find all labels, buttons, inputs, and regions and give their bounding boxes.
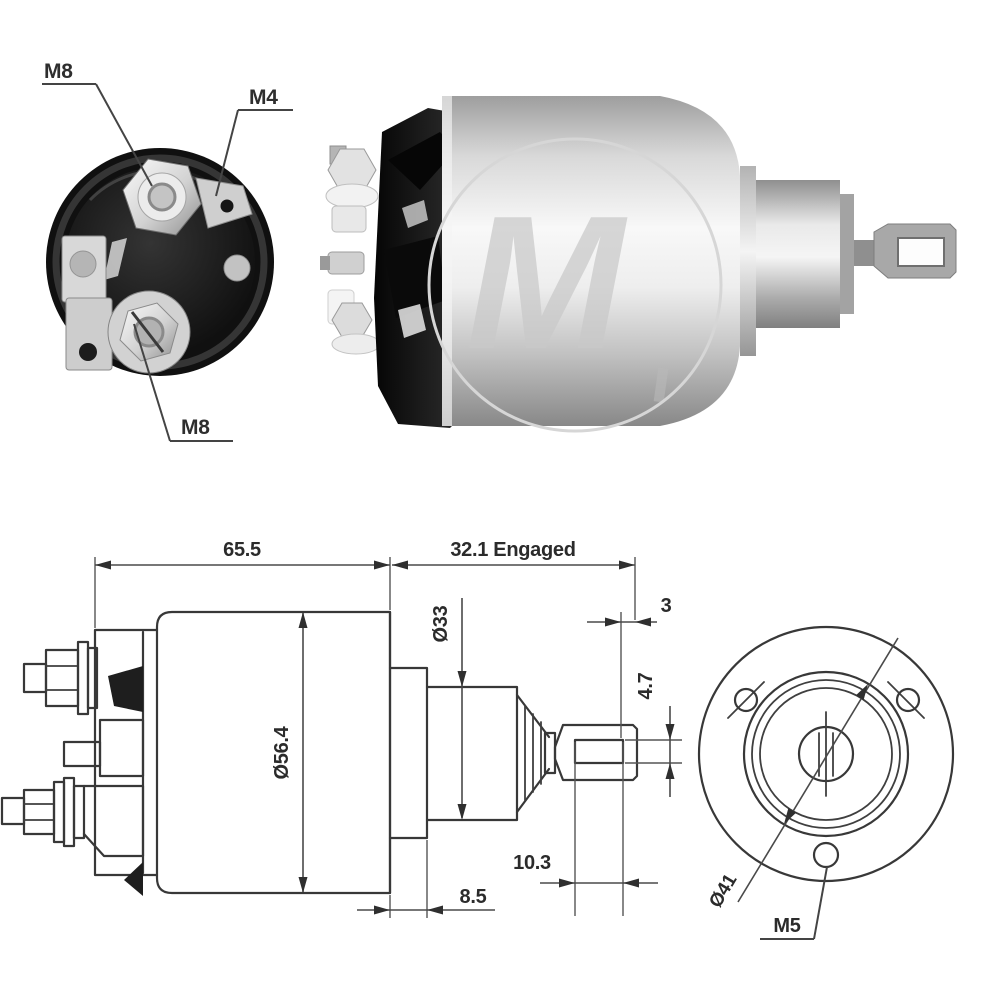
- m4-label-text: M4: [249, 86, 278, 109]
- drawn-plunger-housing: [388, 666, 639, 840]
- drawn-pilot-ring-inner: [751, 679, 901, 829]
- drawn-pilot-ring-outer: [742, 670, 910, 838]
- m4-terminal-hole: [220, 199, 234, 213]
- drawn-m5-hole: [812, 841, 840, 869]
- drawn-bore: [759, 687, 893, 821]
- drawn-eye-slot: [573, 738, 625, 765]
- drawn-body: [155, 610, 392, 895]
- dim-collar-width: 8.5: [357, 840, 495, 918]
- stamp-mark: [653, 367, 669, 403]
- dim-body-length: 65.5: [94, 539, 391, 628]
- dim-4-7-text: 4.7: [635, 672, 657, 699]
- label-m8-bottom: M8: [133, 323, 233, 442]
- brand-watermark: M: [427, 137, 723, 433]
- dim-housing-diameter: Ø33: [430, 598, 467, 820]
- side-cap-contact2: [402, 200, 428, 228]
- m8-bottom-label-text: M8: [181, 416, 210, 439]
- drawn-flange-outer: [697, 625, 955, 883]
- dim-slot-length: 10.3: [513, 742, 658, 916]
- dim-10-3-text: 10.3: [513, 852, 551, 874]
- label-m5: M5: [760, 866, 828, 940]
- pilot-cylinder: [756, 180, 840, 328]
- m4-leader-line: [215, 109, 239, 197]
- pilot-end-ring: [840, 194, 854, 314]
- plunger-eye-hole: [897, 237, 945, 267]
- dim-o41-text: Ø41: [705, 870, 741, 911]
- m8-top-label-text: M8: [44, 60, 73, 83]
- drawn-cap: [93, 628, 159, 877]
- dim-eye-thickness: 3: [587, 595, 672, 738]
- side-cap-facet: [388, 132, 456, 190]
- label-m8-top: M8: [42, 60, 153, 187]
- dim-m5-text: M5: [773, 915, 800, 937]
- terminal-block-recess: [69, 250, 97, 278]
- dim-3-text: 3: [661, 595, 672, 617]
- m8-bottom-leader-line: [133, 323, 171, 442]
- dim-8-5-text: 8.5: [460, 886, 487, 908]
- front-flange-ring: [740, 166, 756, 356]
- dim-o33-text: Ø33: [430, 605, 452, 642]
- drawn-mount-hole-right: [895, 687, 921, 713]
- plunger-rod: [854, 240, 874, 266]
- watermark-circle: [427, 137, 723, 433]
- dim-o56-4-text: Ø56.4: [271, 725, 293, 779]
- drawn-plunger-eye: [553, 723, 639, 782]
- rear-post: [223, 254, 251, 282]
- dim-32-1-text: 32.1 Engaged: [450, 539, 575, 561]
- dim-pilot-diameter: Ø41: [705, 637, 899, 912]
- rear-view-photo: M8 M4 M8: [42, 60, 293, 442]
- dim-slot-height: 4.7: [625, 672, 682, 797]
- dim-body-diameter: Ø56.4: [271, 612, 308, 893]
- side-view-drawing: 65.5 32.1 Engaged Ø33 3: [0, 539, 682, 918]
- m8-bottom-slot: [130, 311, 165, 353]
- watermark-letter: M: [466, 177, 628, 389]
- drawn-mount-hole-left: [733, 687, 759, 713]
- cap-terminal-hardware: [320, 145, 381, 355]
- m5-leader-line: [813, 866, 828, 940]
- dim-engaged-length: 32.1 Engaged: [392, 539, 636, 620]
- front-view-drawing: Ø41 M5: [697, 625, 955, 940]
- m8-top-stud: [147, 182, 177, 212]
- side-cap-contact: [398, 304, 426, 338]
- cylinder-edge-highlight: [442, 96, 452, 426]
- terminal-block-hole: [79, 343, 97, 361]
- dim-65-5-text: 65.5: [223, 539, 261, 561]
- label-m4: M4: [215, 86, 293, 197]
- m8-top-leader-line: [95, 83, 153, 187]
- drawn-terminals: [0, 640, 145, 896]
- drawn-center-hub: [797, 711, 855, 797]
- solenoid-body-cylinder: [442, 96, 740, 426]
- side-view-photo: M: [320, 96, 957, 433]
